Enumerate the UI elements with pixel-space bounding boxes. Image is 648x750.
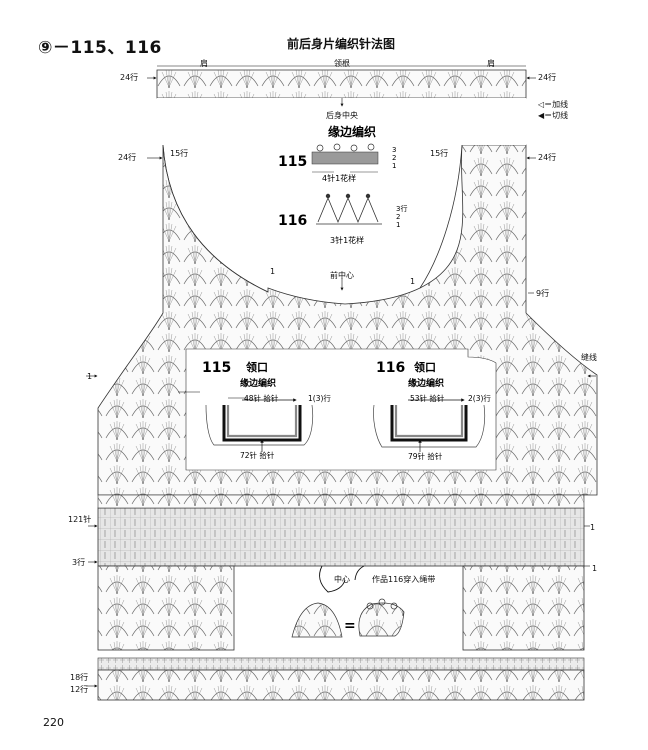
legend-add-yarn: ◁＝加线: [537, 99, 568, 109]
center-note: 作品116穿入绳带: [372, 574, 435, 584]
page-number: 220: [43, 716, 64, 729]
flower-motif: [291, 598, 405, 638]
row-mark-one-right: 1: [410, 277, 415, 286]
shoulder-right-label: 肩: [487, 58, 495, 68]
edging-116-label: 116: [278, 213, 307, 229]
collar-116-title: 领口: [413, 360, 436, 374]
row-mark-right-24-mid: 24行: [538, 152, 556, 162]
collar-116-top-rows: 2(3)行: [468, 393, 491, 403]
dimension-lines: [86, 65, 596, 688]
edging-115-row-1: 1: [392, 162, 396, 170]
edging-116-sample: [316, 193, 382, 225]
shoulder-left-label: 肩: [200, 58, 208, 68]
edging-116-row-1: 1: [396, 221, 400, 229]
pattern-number: ⑨－115、116: [38, 38, 162, 58]
row-mark-right-15: 15行: [430, 148, 448, 158]
collar-115-label: 115: [202, 360, 231, 376]
edging-115-sample: [311, 143, 379, 173]
edging-115-label: 115: [278, 154, 307, 170]
collar-115-shape: [205, 398, 314, 452]
edging-116-row-2: 2: [396, 213, 400, 221]
row-mark-left-121: 121针: [68, 514, 91, 524]
edging-115-row-3: 3: [392, 146, 396, 154]
row-mark-one-side: 1: [87, 372, 92, 381]
side-seam-label: 缝线: [581, 352, 597, 362]
center-cord-curve: [319, 565, 346, 593]
diagram-title: 前后身片编织针法图: [287, 37, 396, 51]
edging-115-caption: 4针1花样: [322, 173, 356, 183]
row-mark-left-15: 15行: [170, 148, 188, 158]
body-panel: [97, 69, 598, 701]
front-center-label: 前中心: [330, 270, 354, 280]
collar-115-top-stitch: 48针 拾针: [244, 393, 279, 403]
row-mark-one-right-lower: 1: [592, 564, 597, 573]
row-mark-right-9: 9行: [536, 288, 549, 298]
row-mark-left-12: 12行: [70, 684, 88, 694]
collar-116-bottom-stitch: 79针 拾针: [408, 451, 443, 461]
row-mark-left-18: 18行: [70, 672, 88, 682]
neck-back-label: 领根: [334, 58, 350, 68]
collar-116-label: 116: [376, 360, 405, 376]
row-mark-right-24-top: 24行: [538, 72, 556, 82]
row-mark-one-left: 1: [270, 267, 275, 276]
legend-cut-yarn: ◀＝切线: [538, 110, 568, 120]
edging-116-caption: 3针1花样: [330, 235, 364, 245]
collar-115-subtitle: 缘边编织: [240, 377, 276, 389]
center-label: 中心: [334, 574, 350, 584]
edging-116-row-3: 3行: [396, 204, 407, 213]
collar-116-top-stitch: 53针 拾针: [410, 393, 445, 403]
collar-116-shape: [373, 398, 486, 452]
edging-title: 缘边编织: [328, 124, 376, 139]
row-mark-left-24-top: 24行: [120, 72, 138, 82]
row-mark-one-right-band: 1: [590, 523, 595, 532]
collar-115-top-rows: 1(3)行: [308, 393, 331, 403]
edging-115-row-2: 2: [392, 154, 396, 162]
collar-116-subtitle: 缘边编织: [408, 377, 444, 389]
back-center-label: 后身中央: [326, 110, 358, 120]
row-mark-left-24-mid: 24行: [118, 152, 136, 162]
motif-equals: =: [344, 618, 356, 634]
collar-115-bottom-stitch: 72针 拾针: [240, 450, 275, 460]
row-mark-left-3: 3行: [72, 557, 85, 567]
collar-115-title: 领口: [245, 360, 268, 374]
